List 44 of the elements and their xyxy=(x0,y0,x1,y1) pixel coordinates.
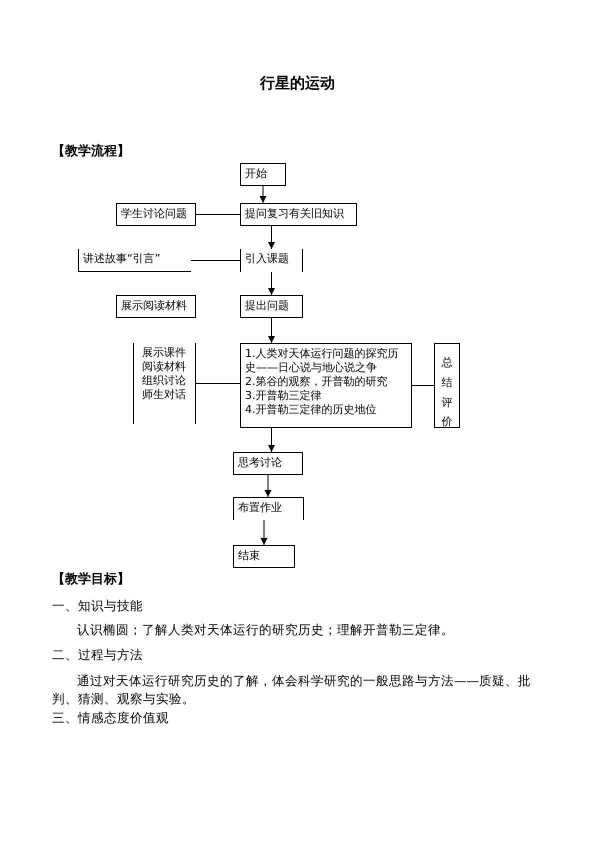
node-text: 4.开普勒三定律的历史地位 xyxy=(245,403,378,417)
process-box xyxy=(240,203,357,226)
section-heading: 【教学目标】 xyxy=(52,571,131,589)
node-text: 讲述故事“引言” xyxy=(83,252,162,266)
arrow xyxy=(268,226,275,250)
node-text: 提问复习有关旧知识 xyxy=(245,207,345,221)
list-heading: 二、过程与方法 xyxy=(52,646,144,664)
node-text: 结束 xyxy=(238,549,261,563)
arrow xyxy=(268,318,275,344)
arrow xyxy=(260,520,268,546)
node-text: 思考讨论 xyxy=(238,456,283,470)
node-text: 提出问题 xyxy=(245,299,290,313)
process-box xyxy=(233,545,295,568)
paragraph: 通过对天体运行研究历史的了解，体会科学研究的一般思路与方法——质疑、批判、猜测、观察与实验。 xyxy=(52,672,532,708)
page-title: 行星的运动 xyxy=(258,74,336,92)
arrow xyxy=(264,474,272,498)
paragraph: 认识椭圆；了解人类对天体运行的研究历史；理解开普勒三定律。 xyxy=(76,621,455,639)
arrow xyxy=(260,186,266,204)
arrow xyxy=(268,428,275,452)
process-box xyxy=(240,343,412,428)
node-text: 2.第谷的观察，开普勒的研究 xyxy=(245,375,388,389)
process-box xyxy=(240,163,286,186)
node-text: 组织讨论 xyxy=(141,374,187,388)
process-box xyxy=(240,295,303,318)
node-text: 引入课题 xyxy=(245,252,290,266)
node-text: 布置作业 xyxy=(238,501,283,515)
arrow xyxy=(268,272,275,296)
node-text: 总结评价 xyxy=(442,355,452,430)
node-text: 学生讨论问题 xyxy=(121,207,188,221)
process-box xyxy=(434,343,460,428)
node-text: 1.人类对天体运行问题的探究历史——日心说与地心说之争 xyxy=(245,347,400,375)
process-box xyxy=(116,295,196,318)
node-text: 3.开普勒三定律 xyxy=(245,389,322,403)
section-heading: 【教学流程】 xyxy=(52,143,131,161)
process-box xyxy=(116,203,196,226)
process-box xyxy=(233,497,304,520)
list-heading: 一、知识与技能 xyxy=(52,597,144,615)
node-text: 师生对话 xyxy=(141,388,187,402)
node-text: 阅读材料 xyxy=(141,360,187,374)
process-box xyxy=(233,452,303,475)
list-heading: 三、情感态度价值观 xyxy=(52,709,170,727)
node-text: 展示课件 xyxy=(141,346,187,360)
node-text: 展示阅读材料 xyxy=(121,299,188,313)
node-text: 开始 xyxy=(245,167,268,181)
